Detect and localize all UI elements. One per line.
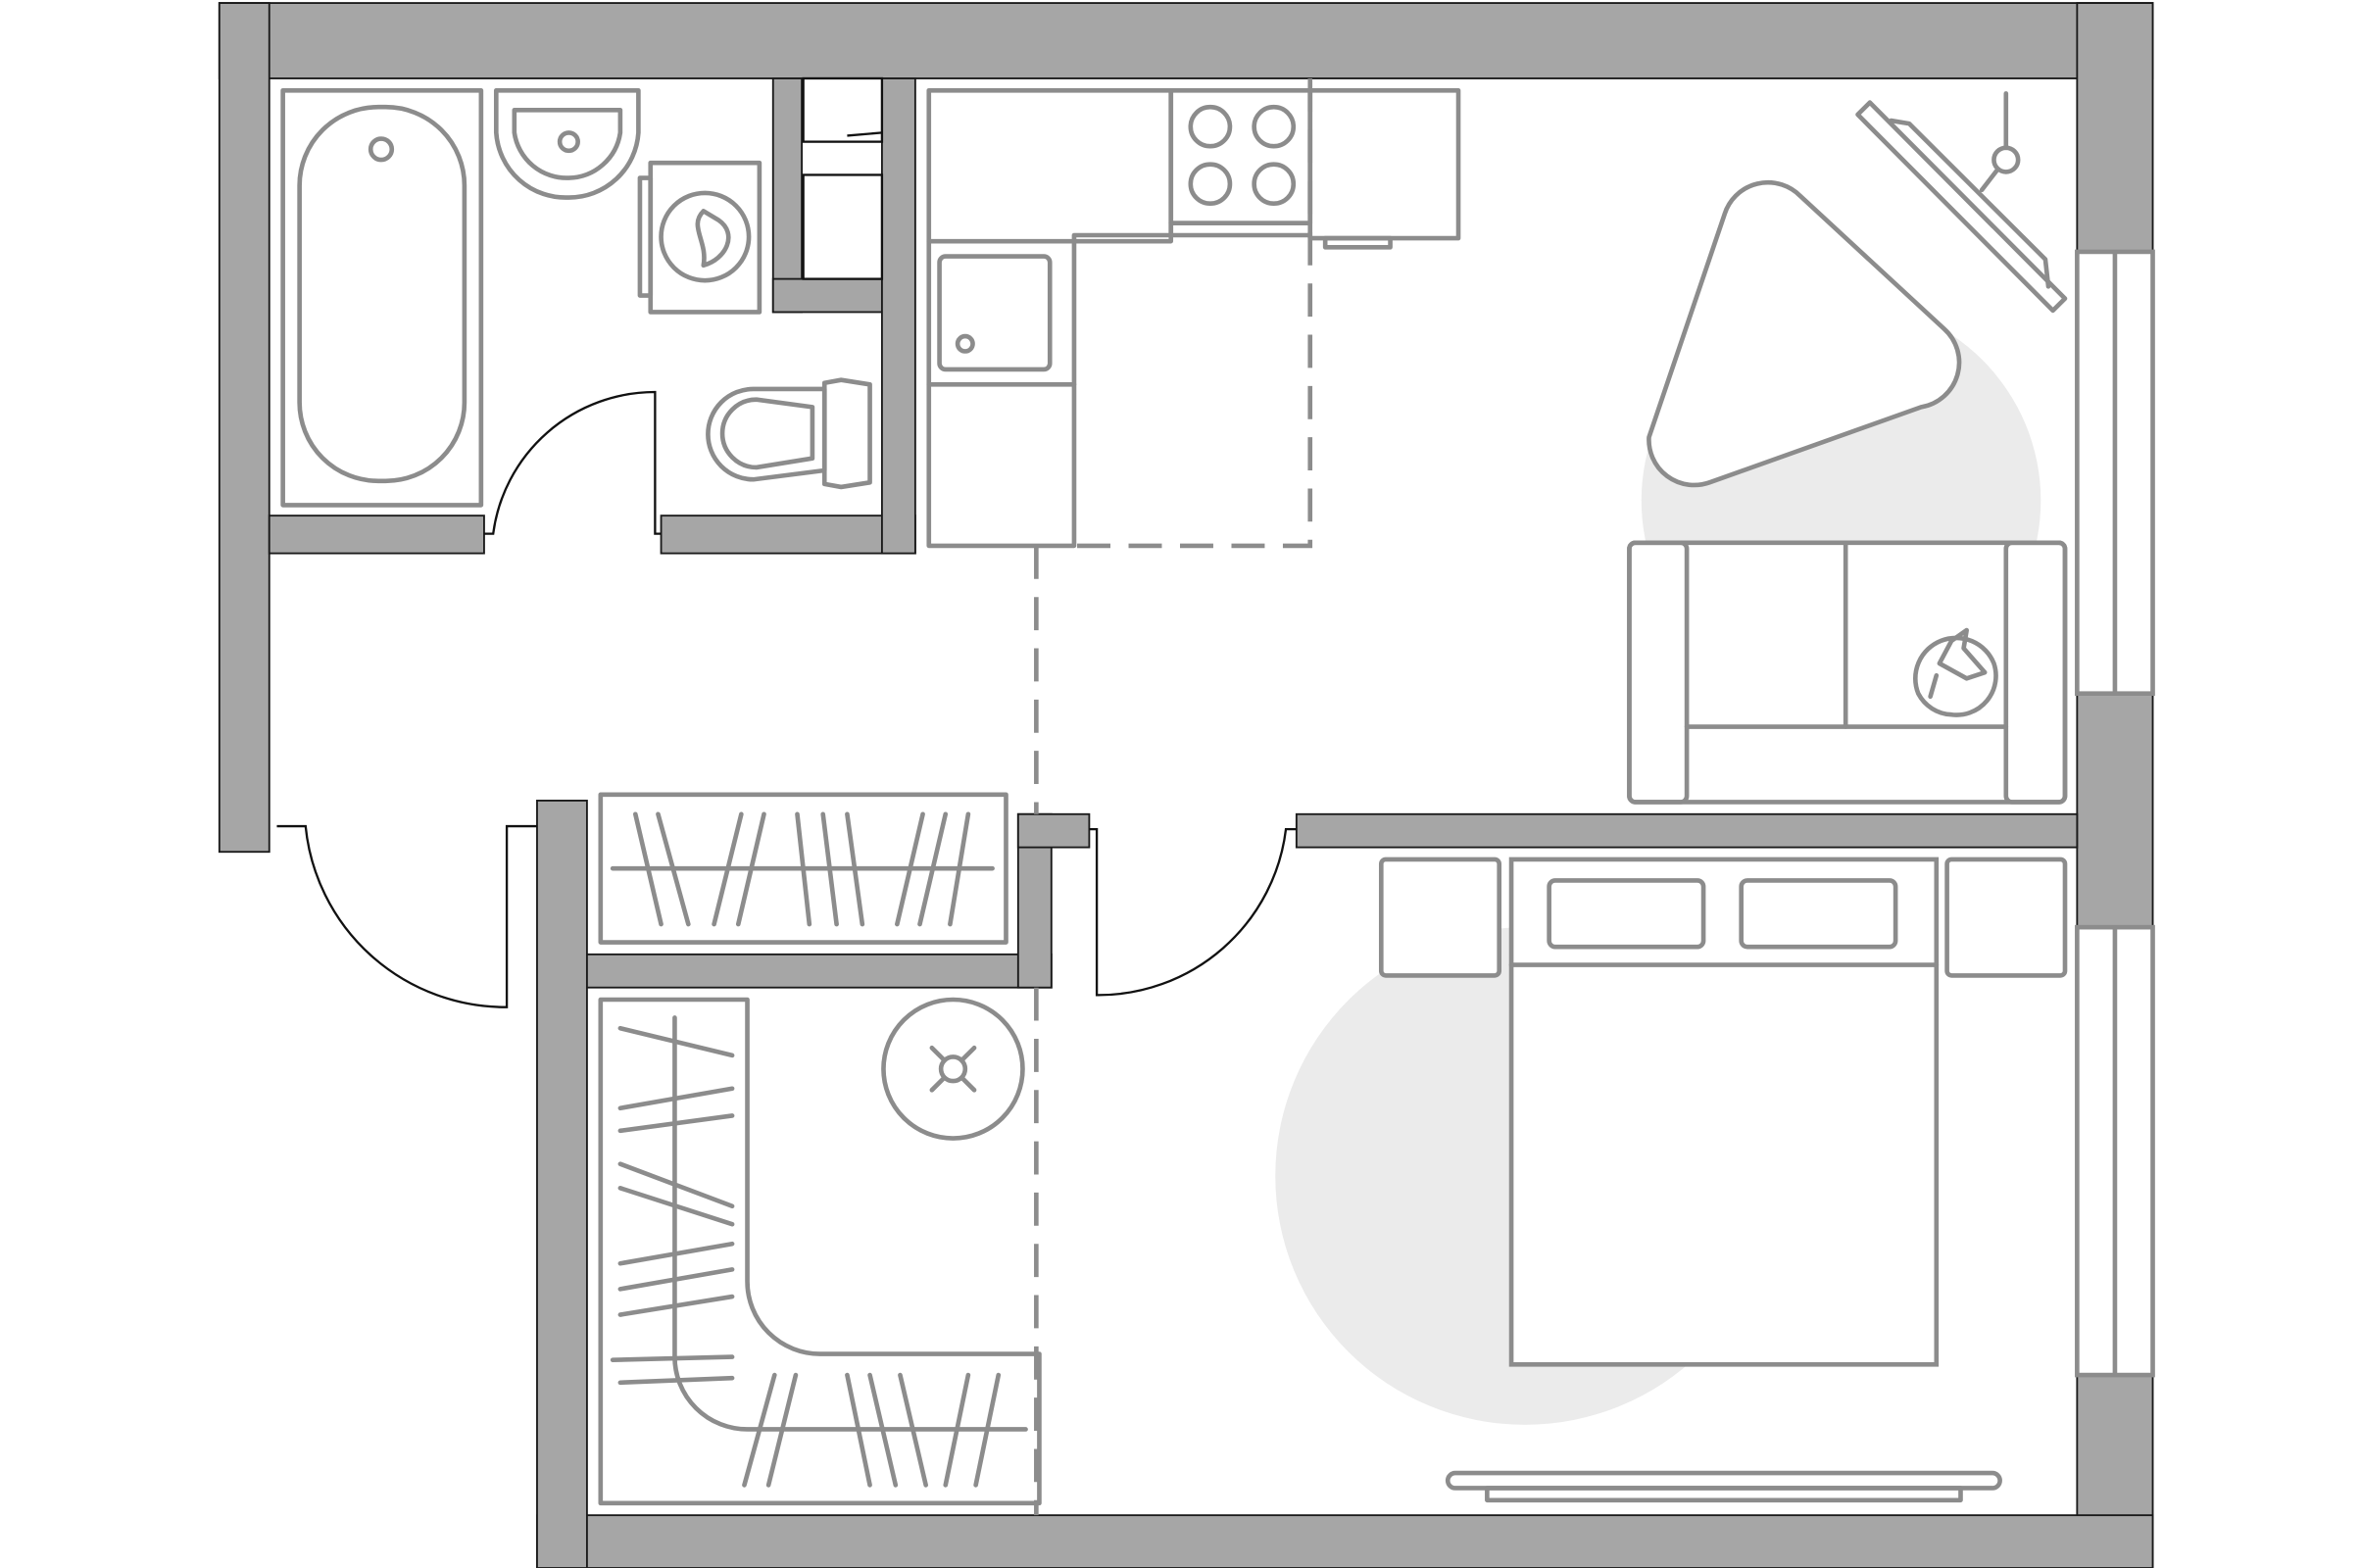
washing-machine <box>637 160 762 315</box>
walls <box>218 2 2154 1568</box>
nightstand-left <box>1378 857 1502 978</box>
kitchen-counter <box>926 87 1461 549</box>
bathtub <box>280 88 484 508</box>
stove <box>1188 104 1297 206</box>
ventilation-shaft <box>802 76 884 143</box>
sofa <box>1627 540 2068 805</box>
dresser <box>1445 1470 2002 1503</box>
utility-shaft <box>802 173 884 280</box>
table <box>1647 179 1962 488</box>
tv <box>1855 91 2068 314</box>
window-living <box>2075 249 2155 696</box>
hall-wardrobe <box>598 792 1008 945</box>
bedroom-door[interactable] <box>1089 828 1297 997</box>
corner-wardrobe <box>598 997 1042 1506</box>
cat-icon <box>1912 627 1998 717</box>
entrance-door[interactable] <box>276 824 537 1008</box>
sink <box>493 88 641 200</box>
window-bedroom <box>2075 924 2155 1378</box>
bed <box>1508 857 1940 1367</box>
bathroom-door[interactable] <box>483 390 662 535</box>
nightstand-right <box>1944 857 2068 978</box>
toilet <box>706 377 872 490</box>
zone-divider <box>1073 78 1313 549</box>
round-ottoman <box>881 997 1025 1141</box>
